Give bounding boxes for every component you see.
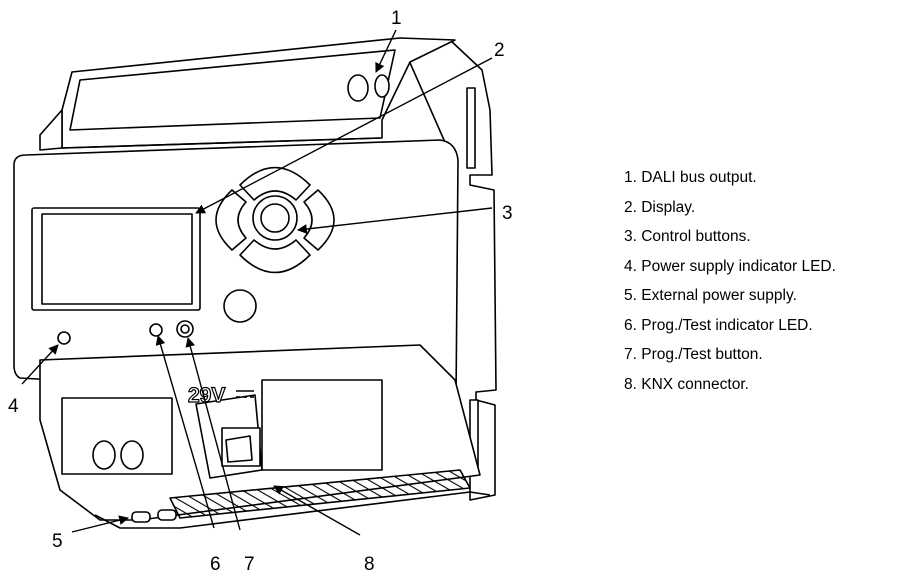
prog-test-button-inner [180,324,190,334]
legend-item-prog-led: 6. Prog./Test indicator LED. [624,316,813,334]
callout-4: 4 [8,396,19,417]
control-button-center [252,195,298,241]
callout-2: 2 [494,40,505,61]
control-button-center-inner [260,203,290,233]
callout-3: 3 [502,203,513,224]
ventilation-slots [169,469,471,519]
prog-test-button [176,320,194,338]
terminal-screw-b [120,440,144,470]
callout-6: 6 [210,554,221,575]
legend-item-external-power: 5. External power supply. [624,287,797,304]
prog-test-led [149,323,163,337]
legend-item-power-led: 4. Power supply indicator LED. [624,257,836,275]
leader-2 [195,57,493,214]
device-drawing [13,37,497,529]
leader-6 [155,335,215,529]
legend-item-prog-button: 7. Prog./Test button. [624,346,763,363]
top-module-edge [61,137,381,149]
knx-connector-plug [225,435,253,463]
callout-leaders [21,29,493,536]
leader-3 [297,207,493,234]
top-module-inner [69,49,396,131]
dali-bus-output-hole-b [374,74,390,98]
display-screen [41,213,193,305]
legend-item-knx-connector: 8. KNX connector. [624,375,749,393]
top-module-lip [39,109,63,151]
legend-item-dali-bus-output: 1. DALI bus output. [624,169,757,186]
external-power-socket-a [131,511,151,523]
control-button-down [239,239,311,274]
leader-1 [375,29,397,73]
leader-5 [71,515,129,533]
control-button-left [215,189,247,251]
control-button-round [223,289,257,323]
legend-item-control-buttons: 3. Control buttons. [624,228,751,245]
callout-5: 5 [52,531,63,552]
leader-8 [273,485,361,536]
callout-8: 8 [364,554,375,575]
terminal-screw-a [92,440,116,470]
control-button-right [303,189,335,251]
top-module [61,37,456,149]
callout-numbers: 1 2 3 4 5 6 7 8 [8,8,513,575]
voltage-marking: 29V [188,384,225,407]
side-slot-top [466,87,476,169]
bottom-edge [94,491,491,529]
terminal-left [61,397,173,475]
control-button-up [239,166,311,201]
front-panel [13,139,459,403]
external-power-socket-b [157,509,177,521]
dc-symbol [236,390,254,398]
callout-7: 7 [244,554,255,575]
power-led [57,331,71,345]
legend: 1. DALI bus output. 2. Display. 3. Contr… [624,168,836,404]
callout-1: 1 [391,8,402,29]
dali-bus-output-hole-a [347,74,369,102]
leader-4 [21,344,59,385]
legend-item-display: 2. Display. [624,198,696,216]
terminal-right [261,379,383,471]
leader-7 [185,337,241,531]
